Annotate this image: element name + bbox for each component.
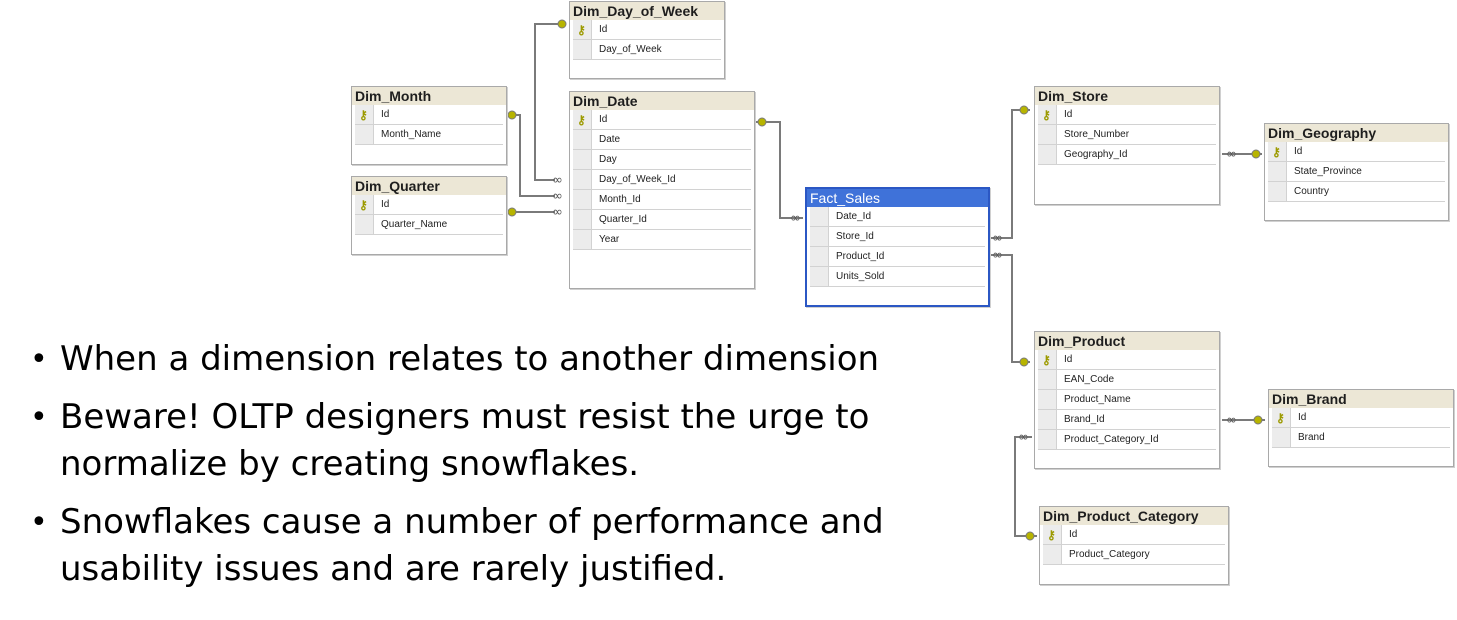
rel-dayofweek-date: [534, 23, 562, 181]
key-endpoint-icon: [1253, 415, 1263, 425]
table-column: Day_of_Week: [573, 40, 721, 60]
table-column: EAN_Code: [1038, 370, 1216, 390]
table-column: Brand: [1272, 428, 1450, 448]
rel-month-date: [508, 114, 555, 197]
table-column: Date: [573, 130, 751, 150]
infinity-endpoint-icon: ∞: [1018, 430, 1029, 445]
key-endpoint-icon: [507, 110, 517, 120]
table-column: Year: [573, 230, 751, 250]
table-fact-sales[interactable]: Fact_Sales Date_Id Store_Id Product_Id U…: [805, 187, 990, 307]
table-column: ⚷Id: [355, 105, 503, 125]
table-dim-geography[interactable]: Dim_Geography ⚷Id State_Province Country: [1264, 123, 1449, 221]
key-endpoint-icon: [557, 19, 567, 29]
table-column: Quarter_Id: [573, 210, 751, 230]
primary-key-icon: ⚷: [1276, 411, 1285, 425]
table-column: Store_Number: [1038, 125, 1216, 145]
table-column: Day_of_Week_Id: [573, 170, 751, 190]
primary-key-icon: ⚷: [577, 113, 586, 127]
rel-date-fact: [756, 121, 803, 219]
table-dim-brand[interactable]: Dim_Brand ⚷Id Brand: [1268, 389, 1454, 467]
table-title: Dim_Month: [352, 87, 506, 105]
table-column: Product_Category: [1043, 545, 1225, 565]
table-column: Product_Category_Id: [1038, 430, 1216, 450]
key-endpoint-icon: [507, 207, 517, 217]
table-column: Brand_Id: [1038, 410, 1216, 430]
bullet-item: Beware! OLTP designers must resist the u…: [30, 394, 970, 488]
table-column: ⚷Id: [573, 110, 751, 130]
primary-key-icon: ⚷: [359, 108, 368, 122]
table-dim-product[interactable]: Dim_Product ⚷Id EAN_Code Product_Name Br…: [1034, 331, 1220, 469]
table-column: State_Province: [1268, 162, 1445, 182]
bullet-list: When a dimension relates to another dime…: [30, 336, 990, 604]
bullet-item: When a dimension relates to another dime…: [30, 336, 1020, 383]
infinity-endpoint-icon: ∞: [790, 211, 801, 226]
table-title: Fact_Sales: [807, 189, 988, 207]
table-column: Product_Id: [810, 247, 985, 267]
primary-key-icon: ⚷: [577, 23, 586, 37]
table-column: Units_Sold: [810, 267, 985, 287]
primary-key-icon: ⚷: [359, 198, 368, 212]
bullet-item: Snowflakes cause a number of performance…: [30, 499, 990, 593]
table-column: Month_Name: [355, 125, 503, 145]
table-dim-store[interactable]: Dim_Store ⚷Id Store_Number Geography_Id: [1034, 86, 1220, 205]
primary-key-icon: ⚷: [1047, 528, 1056, 542]
table-title: Dim_Product: [1035, 332, 1219, 350]
infinity-endpoint-icon: ∞: [992, 248, 1003, 263]
table-column: Day: [573, 150, 751, 170]
table-column: ⚷Id: [1268, 142, 1445, 162]
table-column: ⚷Id: [573, 20, 721, 40]
key-endpoint-icon: [1251, 149, 1261, 159]
infinity-endpoint-icon: ∞: [552, 189, 563, 204]
primary-key-icon: ⚷: [1042, 353, 1051, 367]
table-dim-day-of-week[interactable]: Dim_Day_of_Week ⚷Id Day_of_Week: [569, 1, 725, 79]
table-column: Product_Name: [1038, 390, 1216, 410]
primary-key-icon: ⚷: [1042, 108, 1051, 122]
table-title: Dim_Date: [570, 92, 754, 110]
table-dim-date[interactable]: Dim_Date ⚷Id Date Day Day_of_Week_Id Mon…: [569, 91, 755, 289]
rel-store-fact: [990, 109, 1030, 239]
table-dim-quarter[interactable]: Dim_Quarter ⚷Id Quarter_Name: [351, 176, 507, 255]
table-column: ⚷Id: [1272, 408, 1450, 428]
key-endpoint-icon: [1019, 105, 1029, 115]
infinity-endpoint-icon: ∞: [552, 205, 563, 220]
table-title: Dim_Quarter: [352, 177, 506, 195]
table-column: Geography_Id: [1038, 145, 1216, 165]
table-column: Country: [1268, 182, 1445, 202]
table-title: Dim_Product_Category: [1040, 507, 1228, 525]
table-title: Dim_Store: [1035, 87, 1219, 105]
infinity-endpoint-icon: ∞: [552, 173, 563, 188]
table-column: Store_Id: [810, 227, 985, 247]
table-column: Date_Id: [810, 207, 985, 227]
primary-key-icon: ⚷: [1272, 145, 1281, 159]
infinity-endpoint-icon: ∞: [1226, 413, 1237, 428]
key-endpoint-icon: [757, 117, 767, 127]
table-title: Dim_Brand: [1269, 390, 1453, 408]
table-column: ⚷Id: [355, 195, 503, 215]
key-endpoint-icon: [1025, 531, 1035, 541]
infinity-endpoint-icon: ∞: [992, 231, 1003, 246]
table-title: Dim_Day_of_Week: [570, 2, 724, 20]
table-column: ⚷Id: [1038, 105, 1216, 125]
table-dim-month[interactable]: Dim_Month ⚷Id Month_Name: [351, 86, 507, 165]
table-column: ⚷Id: [1038, 350, 1216, 370]
key-endpoint-icon: [1019, 357, 1029, 367]
table-title: Dim_Geography: [1265, 124, 1448, 142]
table-column: Quarter_Name: [355, 215, 503, 235]
table-column: Month_Id: [573, 190, 751, 210]
infinity-endpoint-icon: ∞: [1226, 147, 1237, 162]
table-column: ⚷Id: [1043, 525, 1225, 545]
table-dim-product-category[interactable]: Dim_Product_Category ⚷Id Product_Categor…: [1039, 506, 1229, 585]
